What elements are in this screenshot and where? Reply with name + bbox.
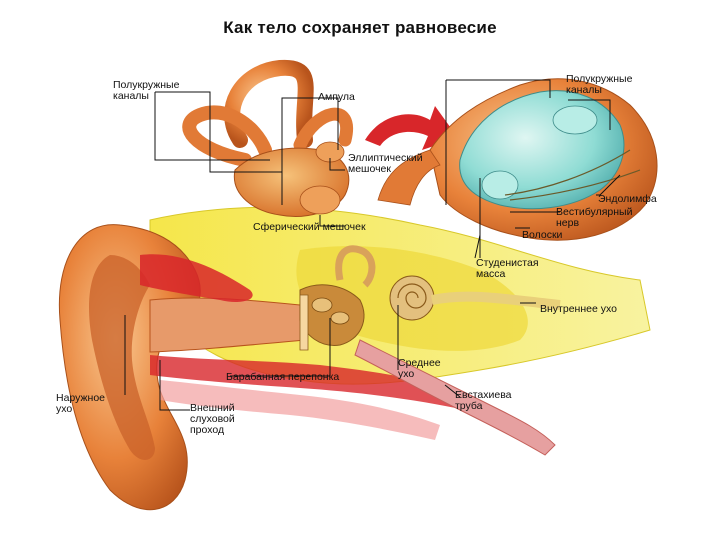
cupula-top [552, 105, 598, 135]
red-tissue-lower [150, 355, 470, 410]
label-endolymph: Эндолимфа [598, 193, 657, 205]
eardrum-shape [299, 294, 309, 351]
label-semicircular-right: Полукружные каналы [566, 73, 633, 96]
label-semicircular-left: Полукружные каналы [113, 79, 180, 102]
nerve-fibers [504, 149, 641, 201]
label-hairs: Волоски [522, 229, 563, 241]
vestibular-canal-loop-3 [293, 107, 354, 152]
arrow-icon [365, 106, 458, 150]
label-saccule: Сферический мешочек [253, 221, 366, 233]
label-vestibular-nerve: Вестибулярный нерв [556, 206, 633, 229]
canal-lower-pink [160, 380, 440, 440]
label-outer-ear: Наружное ухо [56, 392, 106, 415]
eustachian-tube-shape [354, 339, 556, 456]
cochlea [389, 275, 435, 321]
ossicle-hammer [311, 297, 333, 313]
leader-lines [124, 79, 621, 411]
label-utricle: Эллиптический мешочек [348, 152, 423, 175]
vestibular-nerve-bundle [430, 291, 561, 310]
inner-semicircular-small [335, 245, 376, 288]
label-ampulla: Ампула [318, 91, 355, 103]
label-gelatinous-mass: Студенистая масса [476, 257, 539, 280]
ear-inner-fold [89, 255, 155, 460]
ossicle-anvil [330, 311, 350, 325]
label-eustachian-tube: Евстахиева труба [455, 389, 512, 412]
macula-bottom [481, 170, 519, 200]
page-title: Как тело сохраняет равновесие [223, 18, 497, 37]
label-ear-canal: Внешний слуховой проход [190, 402, 235, 436]
enlarged-organ-stem [377, 149, 441, 206]
red-tissue-upper [140, 254, 253, 302]
label-inner-ear: Внутреннее ухо [540, 303, 617, 315]
saccule-shape [299, 185, 341, 215]
label-middle-ear: Среднее ухо [398, 357, 441, 380]
cochlea-spiral [397, 283, 427, 309]
vestibular-canal-loop-2 [182, 105, 272, 167]
label-eardrum: Барабанная перепонка [226, 371, 340, 383]
